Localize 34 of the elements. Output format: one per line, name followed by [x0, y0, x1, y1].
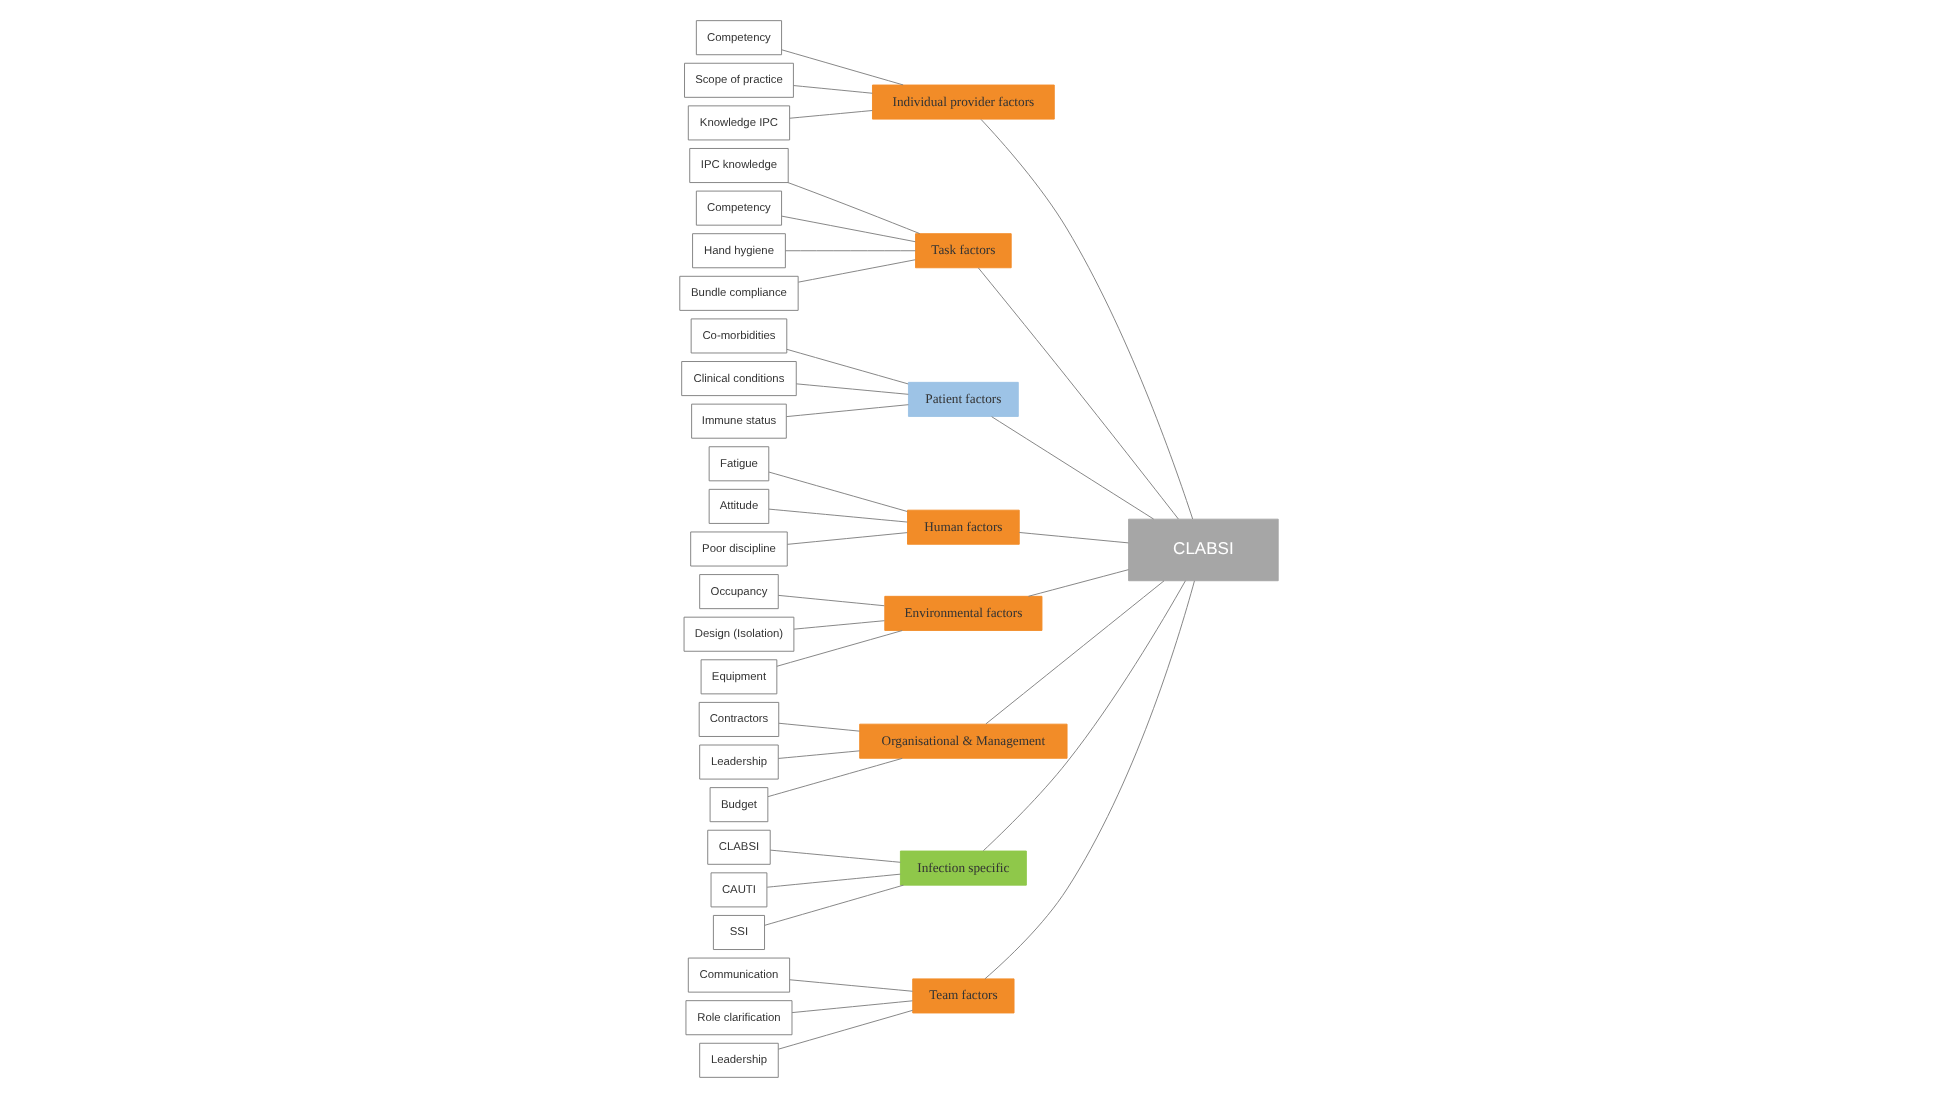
connector	[764, 884, 904, 926]
connector	[787, 182, 921, 235]
connector	[768, 471, 908, 512]
connector	[980, 118, 1194, 520]
connector	[778, 722, 861, 732]
connector	[777, 750, 861, 759]
connector	[793, 620, 885, 630]
connector	[1028, 569, 1129, 597]
connector	[781, 215, 916, 243]
connector	[769, 849, 901, 863]
connector	[982, 580, 1186, 852]
connector	[789, 979, 914, 992]
connector	[777, 1009, 914, 1050]
connector	[767, 757, 903, 798]
connector	[781, 49, 904, 86]
connector	[776, 630, 903, 667]
connector	[795, 383, 909, 395]
connector	[789, 110, 873, 119]
connector	[791, 1000, 913, 1014]
connector	[768, 508, 908, 523]
connector	[777, 594, 885, 607]
connector	[786, 532, 908, 545]
connector	[786, 348, 909, 385]
connector	[977, 267, 1179, 520]
connector	[785, 250, 916, 252]
node-box: CLABSI	[1128, 518, 1279, 582]
connector	[991, 416, 1155, 520]
connector	[984, 580, 1195, 980]
connector	[797, 259, 916, 283]
connector	[766, 873, 901, 888]
connector	[1018, 532, 1129, 544]
connector	[985, 580, 1165, 725]
connector	[793, 85, 873, 94]
connector	[786, 404, 909, 418]
